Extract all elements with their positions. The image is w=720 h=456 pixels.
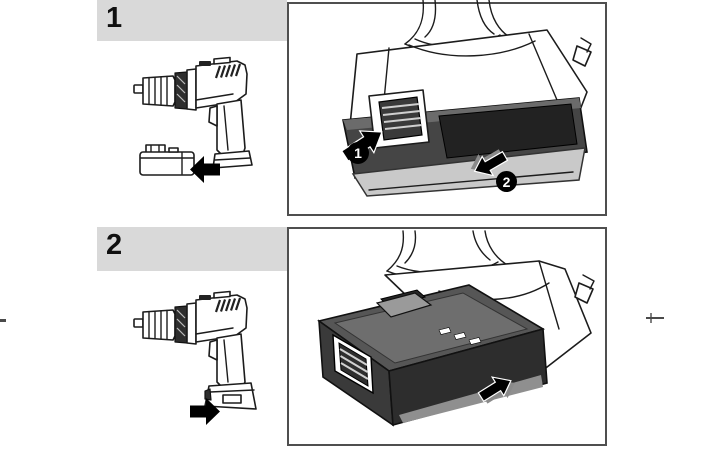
step-1-band: 1 [97,0,287,41]
step-1-number: 1 [106,2,123,34]
right-crop-mark [646,313,664,323]
step-1-detail-box [287,0,607,216]
battery-release-button-front [332,333,374,395]
drill-side-with-battery-icon [133,290,257,410]
callout-badge-2-label: 2 [502,173,511,190]
battery-release-button [368,89,430,149]
left-crop-mark [0,319,6,322]
step-2-number: 2 [106,229,123,261]
arrow-right-icon [190,398,220,425]
callout-badge-1-label: 1 [354,145,362,161]
drill-side-icon [133,56,253,169]
battery-removal-detail-illustration [340,0,592,197]
arrow-down-left-icon [470,149,509,177]
step-2-detail-box [287,227,607,446]
step-2-band: 2 [97,227,287,271]
callout-badge-2: 2 [496,171,517,192]
battery-insertion-detail-illustration [317,230,595,427]
callout-badge-1: 1 [347,142,369,164]
arrow-left-icon [190,156,220,183]
battery-pack-icon [139,144,195,176]
arrow-insert-icon [477,376,515,404]
